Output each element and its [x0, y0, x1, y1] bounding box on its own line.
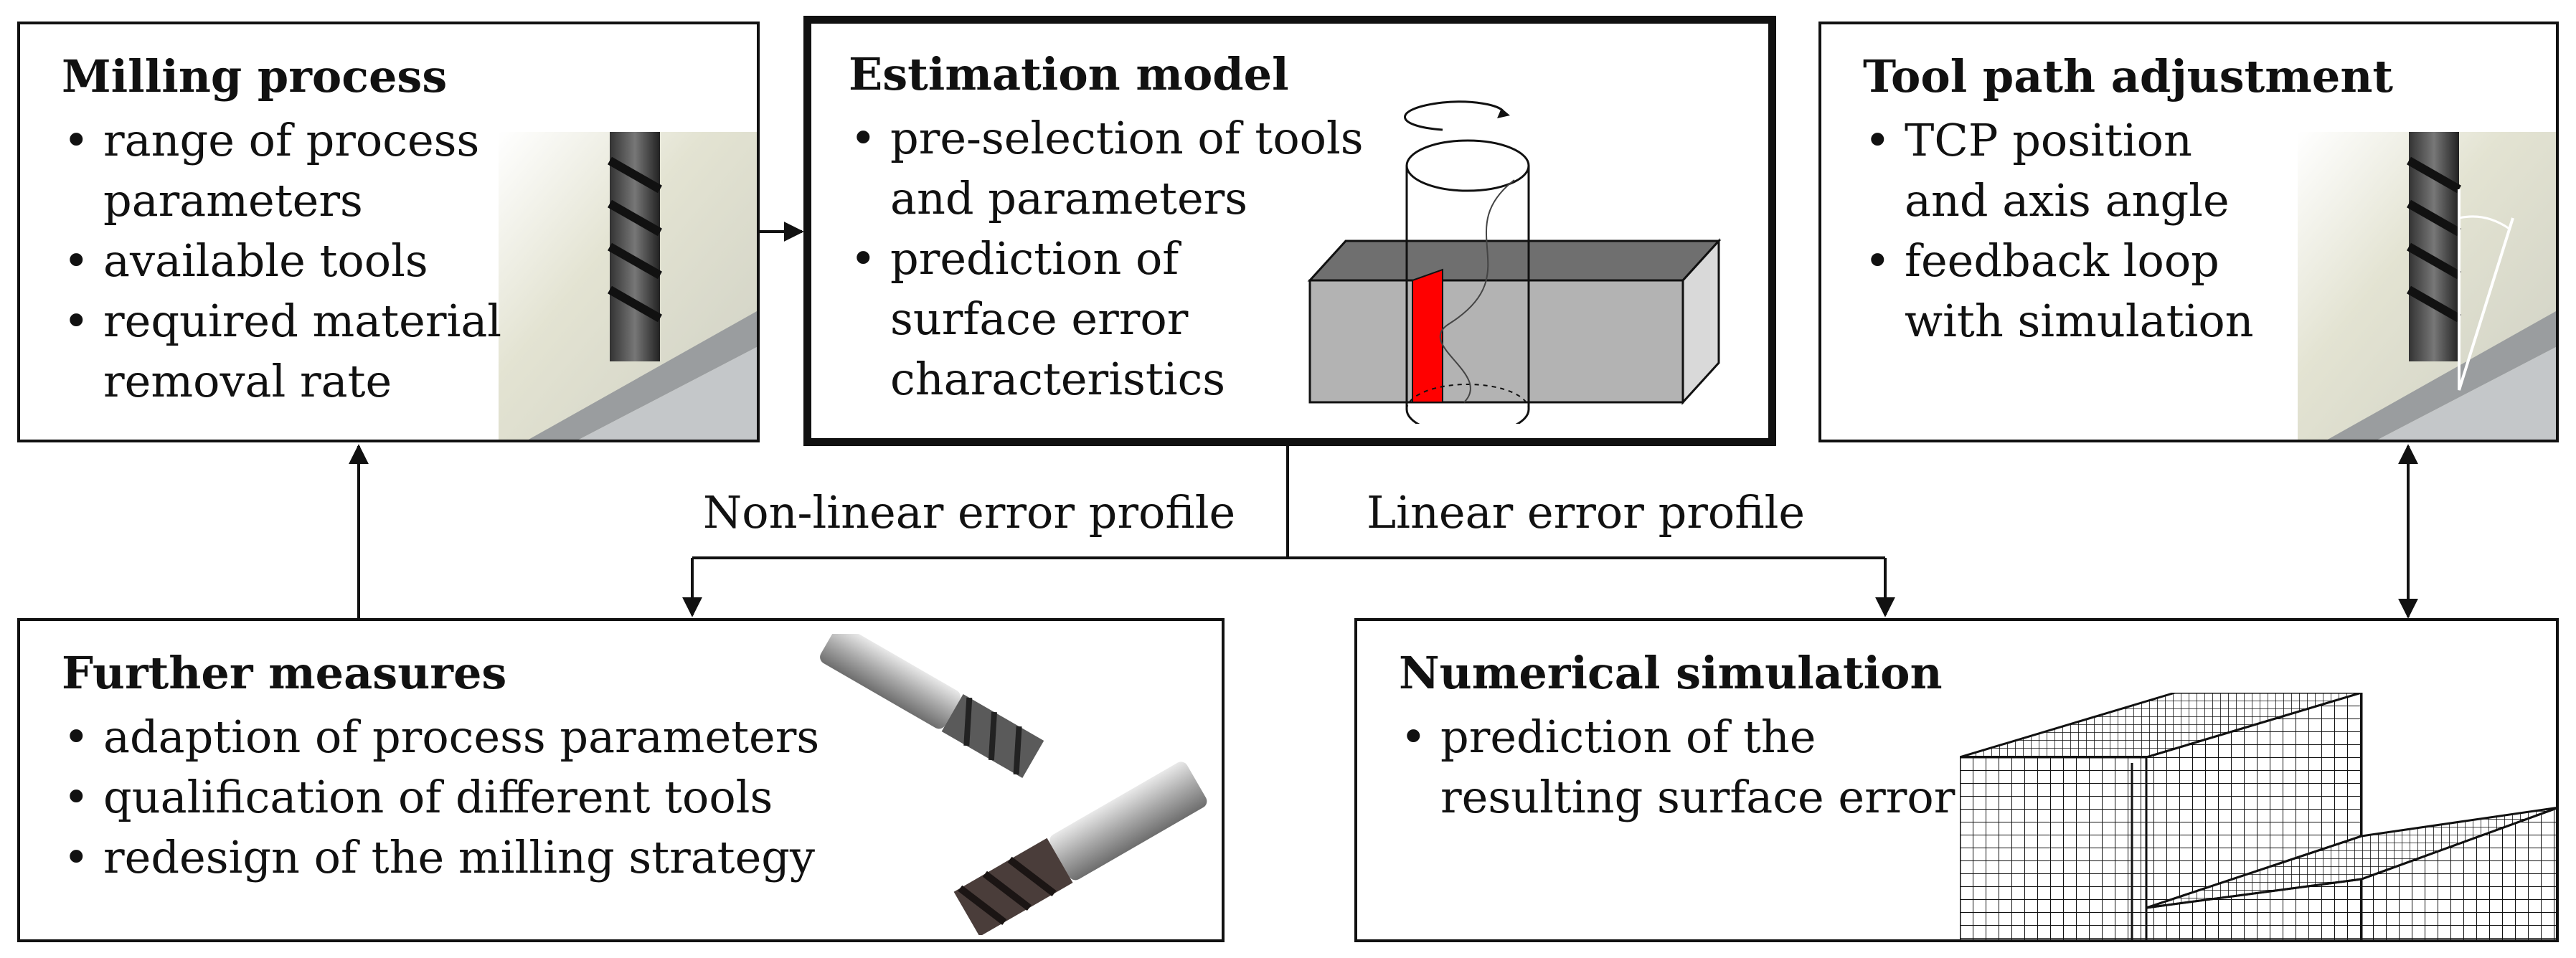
simulation-bullet-1-line-2: resulting surface error [1440, 771, 1955, 823]
milling-process-list: range of process parameters available too… [63, 110, 501, 412]
estimation-bullet-2: prediction of surface error characteristic… [850, 229, 1364, 409]
end-mill-tools-icon [820, 634, 1207, 935]
toolpath-bullet-2-line-1: feedback loop [1905, 234, 2219, 287]
toolpath-bullet-2-line-2: with simulation [1905, 295, 2254, 347]
estimation-bullet-1: pre-selection of tools and parameters [850, 108, 1364, 229]
estimation-bullet-1-line-2: and parameters [890, 172, 1248, 224]
milling-bullet-3: required material removal rate [63, 291, 501, 412]
numerical-simulation-list: prediction of the resulting surface error [1400, 707, 1955, 827]
numerical-simulation-box: Numerical simulation prediction of the re… [1354, 618, 2559, 942]
fem-mesh-icon [1960, 693, 2556, 939]
toolpath-bullet-1-line-2: and axis angle [1905, 174, 2230, 227]
milling-bullet-1-line-1: range of process [103, 114, 480, 166]
tilted-end-mill-icon [2298, 132, 2556, 440]
milling-bullet-1-line-2: parameters [103, 174, 363, 227]
tool-path-adjustment-box: Tool path adjustment TCP position and axi… [1818, 22, 2559, 442]
toolpath-bullet-1: TCP position and axis angle [1864, 110, 2254, 231]
milling-bullet-3-line-2: removal rate [103, 355, 392, 407]
further-bullet-1: adaption of process parameters [63, 707, 819, 767]
milling-bullet-3-line-1: required material [103, 295, 502, 347]
edge-label-nonlinear: Non-linear error profile [703, 486, 1236, 539]
end-mill-photo-icon [499, 132, 757, 440]
simulation-bullet-1-line-1: prediction of the [1440, 711, 1816, 763]
estimation-bullet-2-line-3: characteristics [890, 353, 1226, 405]
milling-process-box: Milling process range of process paramete… [17, 22, 760, 442]
estimation-bullet-2-line-2: surface error [890, 293, 1189, 345]
further-bullet-3: redesign of the milling strategy [63, 827, 819, 888]
estimation-model-list: pre-selection of tools and parameters pre… [850, 108, 1364, 409]
milling-bullet-2: available tools [63, 231, 501, 291]
estimation-bullet-1-line-1: pre-selection of tools [890, 112, 1364, 164]
toolpath-bullet-2: feedback loop with simulation [1864, 231, 2254, 351]
further-bullet-2: qualification of different tools [63, 767, 819, 827]
further-measures-box: Further measures adaption of process par… [17, 618, 1225, 942]
numerical-simulation-title: Numerical simulation [1399, 647, 1943, 699]
further-measures-list: adaption of process parameters qualifica… [63, 707, 819, 888]
milling-bullet-1: range of process parameters [63, 110, 501, 231]
tool-path-adjustment-title: Tool path adjustment [1863, 50, 2394, 103]
tool-path-adjustment-list: TCP position and axis angle feedback loop… [1864, 110, 2254, 351]
toolpath-bullet-1-line-1: TCP position [1905, 114, 2192, 166]
further-measures-title: Further measures [62, 647, 507, 699]
estimation-model-title: Estimation model [849, 48, 1289, 100]
simulation-bullet-1: prediction of the resulting surface error [1400, 707, 1955, 827]
milling-process-title: Milling process [62, 50, 448, 103]
milling-bullet-2-line-1: available tools [103, 234, 428, 287]
estimation-bullet-2-line-1: prediction of [890, 232, 1179, 285]
edge-label-linear: Linear error profile [1367, 486, 1806, 539]
estimation-model-box: Estimation model pre-selection of tools a… [803, 16, 1776, 446]
cylinder-cutting-workpiece-icon [1307, 100, 1722, 424]
